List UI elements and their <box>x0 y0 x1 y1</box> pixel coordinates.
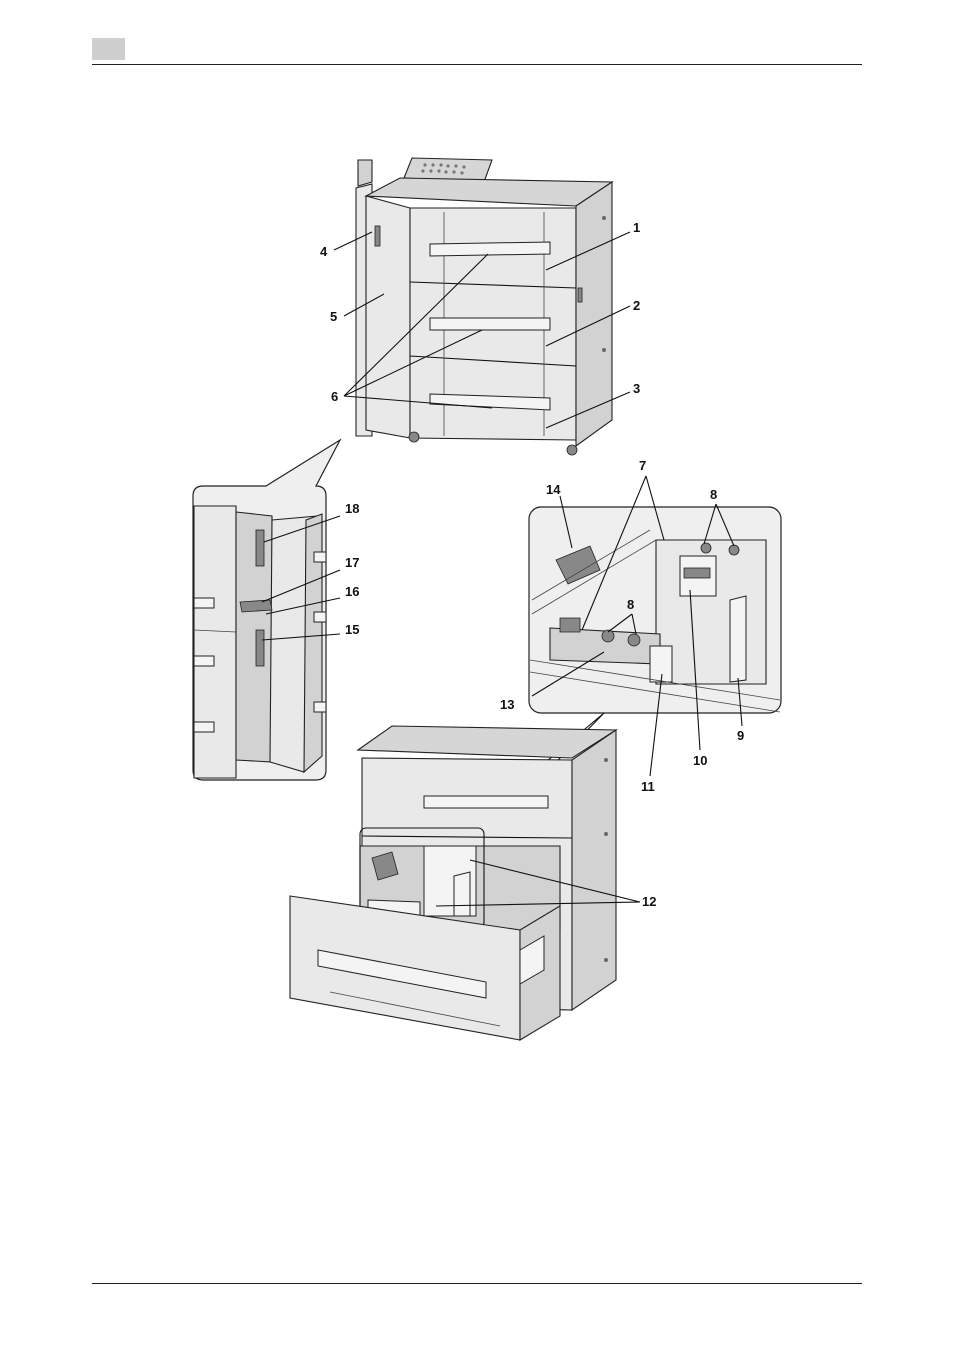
callout-8-upper: 8 <box>710 487 717 502</box>
callout-12: 12 <box>642 894 656 909</box>
callout-10: 10 <box>693 753 707 768</box>
callout-4: 4 <box>320 244 328 259</box>
callout-6: 6 <box>331 389 338 404</box>
callout-16: 16 <box>345 584 359 599</box>
callout-15: 15 <box>345 622 359 637</box>
callout-8-lower: 8 <box>627 597 634 612</box>
callout-1: 1 <box>633 220 640 235</box>
left-door-inset <box>193 440 340 780</box>
callout-9: 9 <box>737 728 744 743</box>
callout-13: 13 <box>500 697 514 712</box>
callout-5: 5 <box>330 309 337 324</box>
callout-2: 2 <box>633 298 640 313</box>
feed-unit-drawer-open <box>290 726 616 1040</box>
callout-14: 14 <box>546 482 561 497</box>
callout-11: 11 <box>641 779 655 794</box>
callout-3: 3 <box>633 381 640 396</box>
callout-18: 18 <box>345 501 359 516</box>
feed-unit-closed <box>356 158 612 455</box>
callout-7: 7 <box>639 458 646 473</box>
callout-17: 17 <box>345 555 359 570</box>
